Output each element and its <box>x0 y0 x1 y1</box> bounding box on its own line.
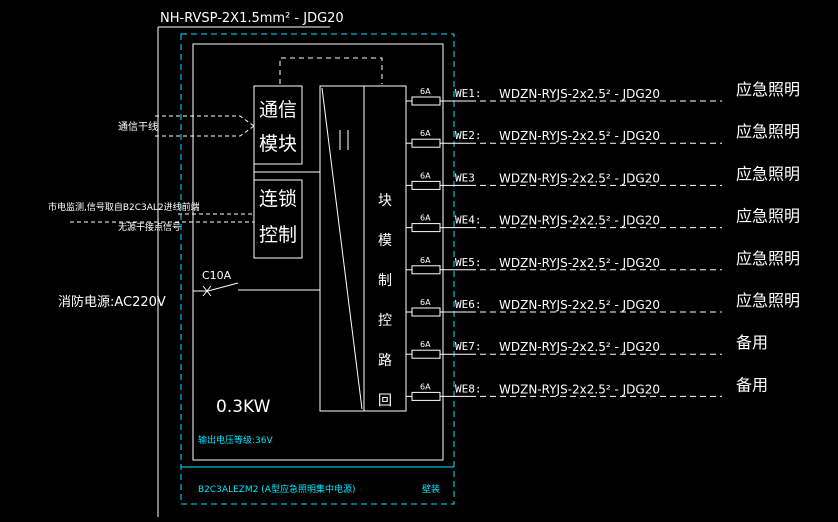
circuit-fuse <box>411 307 441 317</box>
breaker-label: C10A <box>202 269 232 282</box>
interlock-module-label-line1: 连锁 <box>259 188 297 210</box>
circuit-use-label: 备用 <box>736 333 768 352</box>
panel-id-label: B2C3ALEZM2 (A型应急照明集中电源) <box>198 483 355 495</box>
circuit-fuse <box>411 138 441 148</box>
circuit-use-label: 应急照明 <box>736 122 800 141</box>
distribution-vertical-char: 块 <box>378 193 392 209</box>
circuit-fuse <box>411 265 441 275</box>
circuit-fuse <box>411 96 441 106</box>
circuit-id: WE8: <box>455 382 482 395</box>
distribution-body-box <box>319 85 407 412</box>
circuit-fuse-rating: 6A <box>420 87 431 96</box>
circuit-use-label: 应急照明 <box>736 80 800 99</box>
circuit-fuse-rating: 6A <box>420 340 431 349</box>
distribution-body-diagonal <box>321 87 363 410</box>
comm-bus-dashed-link <box>279 57 383 84</box>
header-cable-spec: NH-RVSP-2X1.5mm² - JDG20 <box>160 11 344 26</box>
distribution-vertical-char: 制 <box>378 273 392 289</box>
interlock-module-label-line2: 控制 <box>259 224 297 246</box>
circuit-id: WE1: <box>455 87 482 100</box>
passive-contact-label: 无源干接点信号 <box>118 221 181 233</box>
circuit-fuse <box>411 223 441 233</box>
outgoing-circuits: 6A WE1: WDZN-RYJS-2x2.5² - JDG20 应急照明 6A WE2:… <box>406 80 800 401</box>
circuit-id: WE2: <box>455 129 482 142</box>
circuit-cable-spec: WDZN-RYJS-2x2.5² - JDG20 <box>499 340 660 354</box>
output-voltage-label: 输出电压等级:36V <box>198 434 273 446</box>
comm-trunk-upper-line <box>155 115 255 127</box>
distribution-vertical-char: 回 <box>378 393 392 409</box>
interlock-module-box <box>253 179 303 259</box>
circuit-id: WE7: <box>455 340 482 353</box>
panel-power-label: 0.3KW <box>216 397 271 417</box>
circuit-fuse-rating: 6A <box>420 129 431 138</box>
circuit-use-label: 应急照明 <box>736 291 800 310</box>
circuit-fuse <box>411 391 441 401</box>
comm-module-label-line2: 模块 <box>259 133 297 155</box>
circuit-fuse-rating: 6A <box>420 171 431 180</box>
circuit-fuse-rating: 6A <box>420 382 431 391</box>
circuit-fuse-rating: 6A <box>420 214 431 223</box>
circuit-cable-spec: WDZN-RYJS-2x2.5² - JDG20 <box>499 298 660 312</box>
fire-power-label: 消防电源:AC220V <box>58 294 166 310</box>
circuit-cable-spec: WDZN-RYJS-2x2.5² - JDG20 <box>499 171 660 185</box>
circuit-id: WE3 <box>455 171 475 184</box>
comm-module-box <box>253 85 303 165</box>
circuit-id: WE4: <box>455 214 482 227</box>
comm-trunk-lower-line <box>155 125 255 137</box>
circuit-use-label: 备用 <box>736 375 768 394</box>
circuit-cable-spec: WDZN-RYJS-2x2.5² - JDG20 <box>499 382 660 396</box>
breaker-switch-blade <box>207 282 239 292</box>
circuit-fuse <box>411 180 441 190</box>
circuit-id: WE6: <box>455 298 482 311</box>
distribution-vertical-char: 路 <box>378 353 392 369</box>
comm-trunk-label: 通信干线 <box>118 120 158 133</box>
mains-monitor-label: 市电监测,信号取自B2C3AL2进线前端 <box>48 201 200 213</box>
install-method-label: 壁装 <box>422 483 440 495</box>
circuit-cable-spec: WDZN-RYJS-2x2.5² - JDG20 <box>499 129 660 143</box>
circuit-fuse <box>411 349 441 359</box>
panel-box <box>192 43 444 461</box>
comm-module-label-line1: 通信 <box>259 99 297 121</box>
circuit-cable-spec: WDZN-RYJS-2x2.5² - JDG20 <box>499 256 660 270</box>
circuit-use-label: 应急照明 <box>736 164 800 183</box>
panel-boundary-dashed <box>180 33 455 505</box>
distribution-vertical-char: 控 <box>378 313 392 329</box>
circuit-use-label: 应急照明 <box>736 249 800 268</box>
circuit-cable-spec: WDZN-RYJS-2x2.5² - JDG20 <box>499 214 660 228</box>
breaker-cross-b <box>202 285 212 297</box>
circuit-use-label: 应急照明 <box>736 207 800 226</box>
circuit-cable-spec: WDZN-RYJS-2x2.5² - JDG20 <box>499 87 660 101</box>
circuit-fuse-rating: 6A <box>420 298 431 307</box>
distribution-vertical-char: 模 <box>378 233 392 249</box>
circuit-fuse-rating: 6A <box>420 256 431 265</box>
circuit-id: WE5: <box>455 256 482 269</box>
